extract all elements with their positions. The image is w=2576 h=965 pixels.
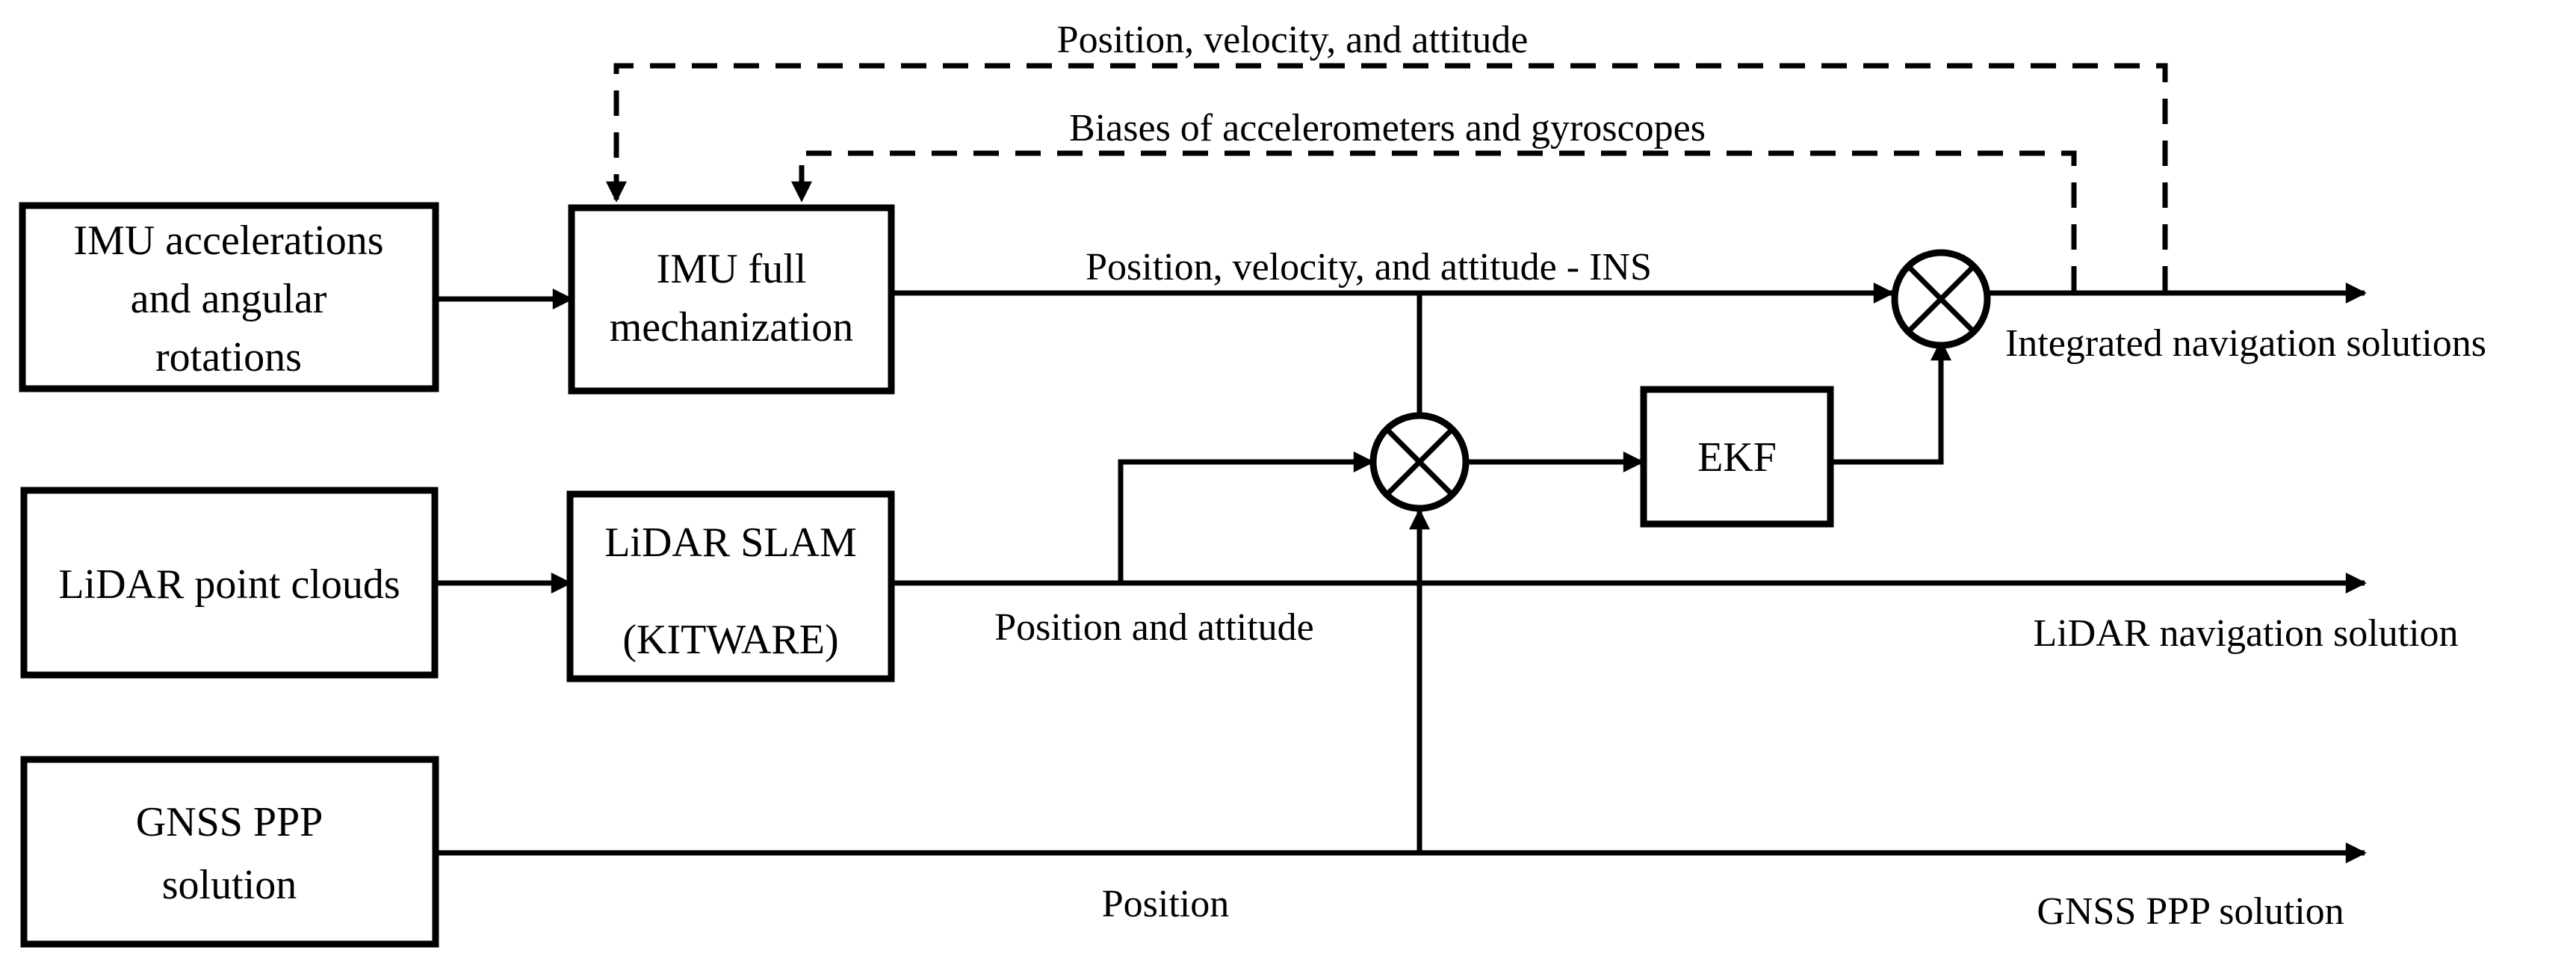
integrated-output-label: Integrated navigation solutions — [2005, 322, 2486, 365]
imu-mech-line-2: mechanization — [610, 304, 854, 351]
lidar-slam-line-1: LiDAR SLAM — [604, 520, 857, 566]
measurement-summing-junction — [1369, 412, 1470, 512]
ekf-box: EKF — [1640, 386, 1834, 528]
lidar-position-attitude-label: Position and attitude — [994, 606, 1314, 649]
ekf-to-final-sum-arrow — [1830, 339, 1951, 465]
imu-input-line-1: IMU accelerations — [73, 218, 383, 264]
lidar-slam-line-2: (KITWARE) — [622, 617, 838, 663]
pva-feedback-label: Position, velocity, and attitude — [1057, 19, 1529, 61]
imu-input-box: IMU accelerations and angular rotations — [19, 202, 439, 392]
lidar-to-sum-arrow — [1118, 451, 1375, 583]
imu-mechanization-box: IMU full mechanization — [568, 204, 895, 395]
gnss-input-line-1: GNSS PPP — [136, 799, 323, 845]
bias-feedback-label: Biases of accelerometers and gyroscopes — [1069, 107, 1706, 149]
gnss-input-line-2: solution — [162, 862, 297, 908]
ekf-label: EKF — [1697, 434, 1777, 481]
correction-summing-junction — [1891, 249, 1991, 349]
bias-feedback-line — [791, 150, 2077, 292]
lidar-output-label: LiDAR navigation solution — [2033, 612, 2458, 655]
imu-input-line-2: and angular — [131, 276, 327, 322]
gnss-position-label: Position — [1102, 883, 1230, 925]
pva-feedback-line — [606, 63, 2168, 292]
gnss-input-box: GNSS PPP solution — [20, 756, 439, 948]
lidar-input-label: LiDAR point clouds — [58, 561, 400, 608]
gnss-output-label: GNSS PPP solution — [2037, 890, 2344, 933]
lidar-input-box: LiDAR point clouds — [20, 487, 439, 679]
imu-mech-line-1: IMU full — [657, 246, 807, 292]
lidar-slam-box: LiDAR SLAM (KITWARE) — [566, 490, 895, 682]
imu-input-line-3: rotations — [155, 334, 302, 380]
pva-ins-label: Position, velocity, and attitude - INS — [1086, 246, 1652, 289]
